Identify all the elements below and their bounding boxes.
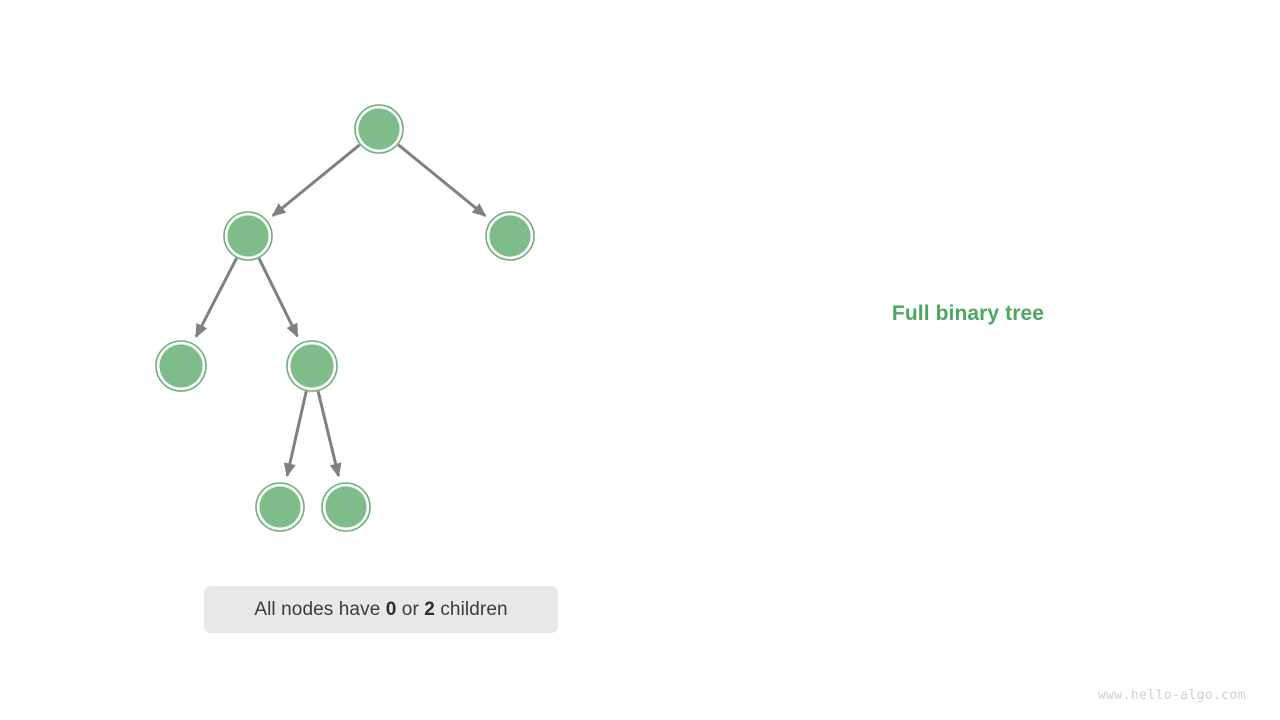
tree-node-ring xyxy=(321,482,371,532)
tree-node xyxy=(255,482,305,532)
caption-emphasis: 2 xyxy=(424,598,435,620)
tree-node-gap xyxy=(356,106,402,152)
tree-node-fill xyxy=(290,344,334,388)
tree-node-fill xyxy=(325,486,367,528)
tree-node-ring xyxy=(155,340,207,392)
tree-node-ring xyxy=(255,482,305,532)
tree-node-ring xyxy=(286,340,338,392)
caption-box: All nodes have 0 or 2 children xyxy=(204,586,558,633)
caption-emphasis: 0 xyxy=(385,598,397,620)
tree-node-gap xyxy=(288,342,336,390)
tree-node xyxy=(485,211,535,261)
caption-segment: children xyxy=(434,598,508,620)
tree-node xyxy=(321,482,371,532)
tree-node xyxy=(354,104,404,154)
caption-text: All nodes have 0 or 2 children xyxy=(254,599,507,621)
tree-node-layer xyxy=(155,104,535,532)
diagram-title: Full binary tree xyxy=(891,302,1045,325)
tree-edge xyxy=(283,391,308,478)
tree-node-fill xyxy=(489,215,531,257)
tree-node-ring xyxy=(354,104,404,154)
tree-node-gap xyxy=(323,484,369,530)
tree-edge xyxy=(397,143,487,217)
tree-node xyxy=(223,211,273,261)
tree-node-ring xyxy=(223,211,273,261)
tree-edge xyxy=(257,257,299,338)
tree-edge-layer xyxy=(194,143,487,478)
tree-node-fill xyxy=(358,108,400,150)
watermark: www.hello-algo.com xyxy=(1097,688,1246,703)
caption-segment: or xyxy=(396,598,425,620)
tree-node-fill xyxy=(227,215,269,257)
tree-node xyxy=(286,340,338,392)
tree-edge xyxy=(271,143,361,217)
tree-node-gap xyxy=(257,484,303,530)
tree-node xyxy=(155,340,207,392)
tree-node-gap xyxy=(487,213,533,259)
tree-node-fill xyxy=(259,486,301,528)
tree-node-ring xyxy=(485,211,535,261)
tree-edge xyxy=(194,257,238,338)
tree-node-gap xyxy=(157,342,205,390)
tree-node-fill xyxy=(159,344,203,388)
tree-edge xyxy=(316,390,342,478)
caption-segment: All nodes have xyxy=(254,598,386,620)
tree-node-gap xyxy=(225,213,271,259)
